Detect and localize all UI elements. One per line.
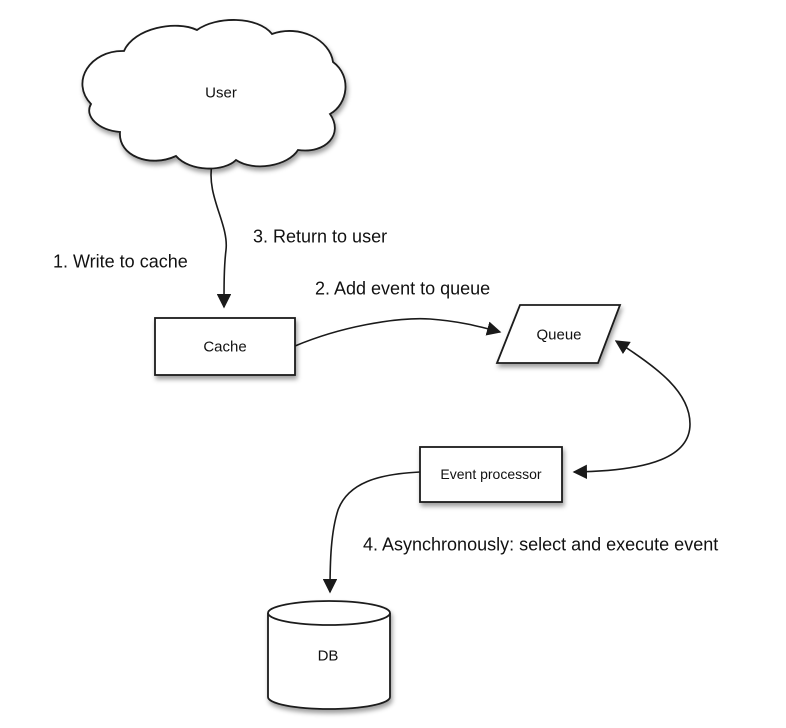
db-cylinder-shape: [267, 600, 391, 710]
user-node-label: User: [205, 84, 237, 102]
edge-user-to-cache: [210, 163, 232, 309]
db-node-label: DB: [317, 647, 339, 665]
edge-label-write-to-cache: 1. Write to cache: [53, 251, 188, 272]
event-processor-node-label: Event processor: [440, 466, 542, 482]
event-processor-box-shape: [419, 446, 563, 503]
queue-parallelogram-shape: [495, 304, 622, 364]
edge-label-return-to-user: 3. Return to user: [253, 226, 388, 247]
edge-cache-to-queue: [294, 317, 502, 347]
edge-label-async-execute: 4. Asynchronously: select and execute ev…: [363, 534, 719, 555]
cache-box-shape: [154, 317, 296, 376]
cache-node-label: Cache: [203, 338, 247, 356]
edge-event-processor-to-db: [322, 471, 421, 594]
user-cloud-shape: [81, 19, 347, 170]
queue-node-label: Queue: [536, 326, 582, 344]
edge-label-add-event-to-queue: 2. Add event to queue: [315, 278, 491, 299]
edge-queue-event-processor-bidirectional: [572, 340, 691, 480]
